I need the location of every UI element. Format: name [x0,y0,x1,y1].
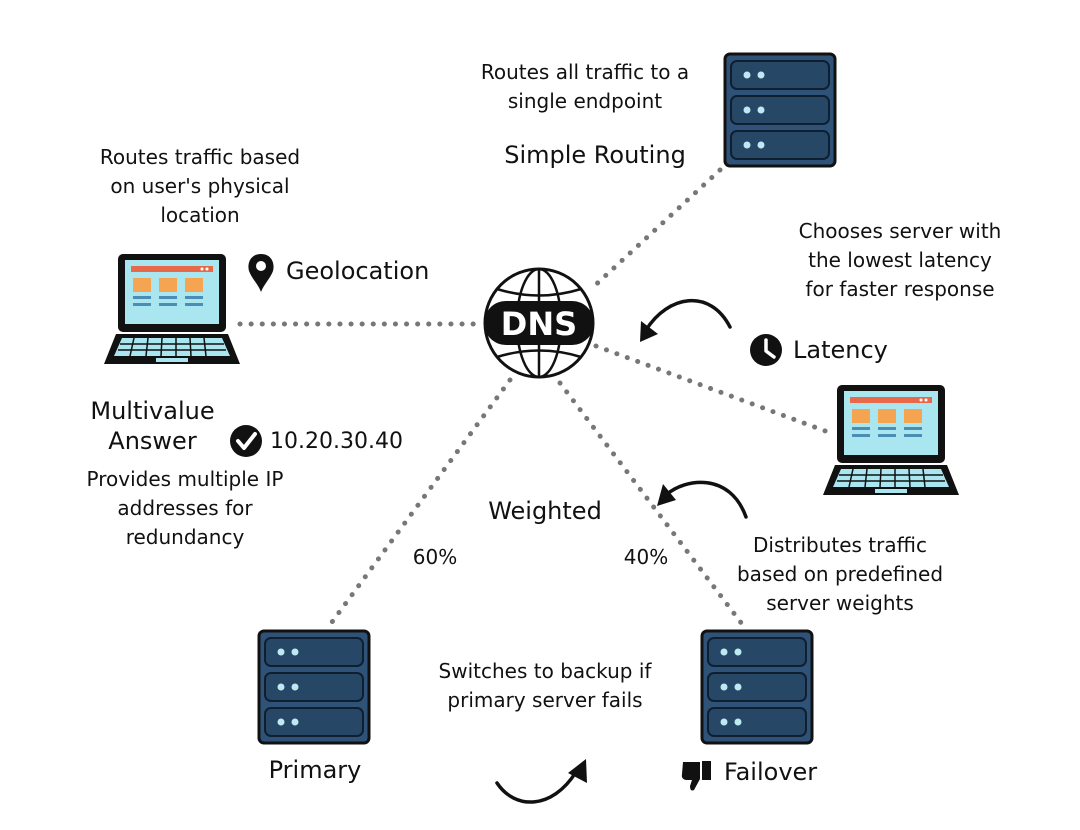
multivalue-ip: 10.20.30.40 [270,429,403,454]
failover-label: Failover [724,758,818,786]
latency-title: Latency [793,336,888,364]
server-failover [700,629,814,745]
dns-label: DNS [501,305,577,343]
thumbs-down-icon [681,761,711,791]
simple-routing-title: Simple Routing [504,141,686,169]
laptop-latency [822,384,960,496]
laptop-geolocation [103,253,241,365]
server-primary [257,629,371,745]
failover-description: Switches to backup if primary server fai… [438,659,652,712]
connector-latency [593,343,831,435]
multivalue-description: Provides multiple IP addresses for redun… [86,467,284,549]
latency-description: Chooses server with the lowest latency f… [798,219,1002,301]
connector-simple-routing [587,167,723,293]
failover-arrow [495,759,587,804]
weighted-right-percent: 40% [623,545,669,569]
multivalue-title: Multivalue Answer [90,397,215,455]
weighted-left-percent: 60% [412,545,458,569]
server-simple-routing [723,52,837,168]
map-pin-icon [248,254,274,292]
clock-icon [750,334,782,366]
weighted-description: Distributes traffic based on predefined … [736,533,944,615]
simple-routing-description: Routes all traffic to a single endpoint [480,60,690,113]
dns-globe: DNS [483,267,595,379]
weighted-arrow [657,480,748,519]
primary-label: Primary [268,756,362,784]
check-circle-icon [230,425,262,457]
weighted-title: Weighted [488,497,602,525]
latency-arrow [640,299,732,342]
geolocation-description: Routes traffic based on user's physical … [99,145,301,227]
geolocation-title: Geolocation [286,257,430,285]
